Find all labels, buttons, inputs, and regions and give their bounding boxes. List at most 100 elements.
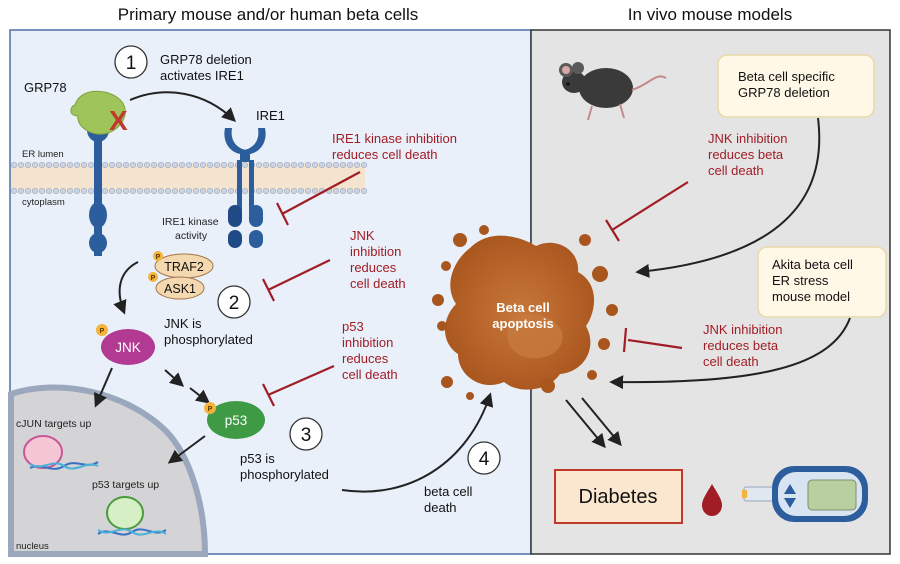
lipid-head — [290, 162, 297, 169]
glucose-meter-icon — [742, 466, 868, 522]
deletion-x-icon: X — [109, 105, 128, 136]
lipid-head — [360, 188, 367, 195]
lipid-head — [311, 188, 318, 195]
step-4-badge — [467, 441, 501, 475]
p53-phospho-icon — [204, 402, 216, 414]
lipid-head — [186, 162, 193, 169]
ire1-dimer — [224, 128, 266, 248]
svg-text:inhibition: inhibition — [350, 244, 401, 259]
lipid-head — [214, 188, 221, 195]
lipid-head — [283, 162, 290, 169]
lipid-head — [88, 188, 95, 195]
lipid-head — [17, 188, 24, 195]
lipid-head — [332, 162, 339, 169]
lipid-head — [200, 188, 207, 195]
lipid-head — [31, 188, 38, 195]
traf2-label: TRAF2 — [164, 260, 204, 274]
nucleus-label: nucleus — [16, 541, 49, 552]
jnk-vivo-inhibition-bar-1 — [605, 181, 689, 242]
akita-model-to-apoptosis-arrow — [609, 317, 851, 390]
jnk-inhibition-bar — [262, 259, 331, 302]
svg-text:reduces beta: reduces beta — [708, 147, 784, 162]
lipid-head — [276, 188, 283, 195]
grp78-model-to-apoptosis-arrow — [635, 117, 821, 278]
svg-text:reduces cell death: reduces cell death — [332, 147, 438, 162]
svg-text:JNK: JNK — [350, 228, 375, 243]
lipid-head — [109, 162, 116, 169]
lipid-head — [207, 188, 214, 195]
lipid-head — [45, 188, 52, 195]
lipid-head — [304, 188, 311, 195]
lipid-head — [269, 188, 276, 195]
lipid-head — [130, 188, 137, 195]
lipid-head — [193, 188, 200, 195]
lipid-head — [172, 188, 179, 195]
svg-text:cell death: cell death — [342, 367, 398, 382]
lipid-head — [304, 162, 311, 169]
lipid-head — [123, 162, 130, 169]
ask1-to-jnk-arrow — [113, 261, 139, 315]
svg-text:GRP78 deletion: GRP78 deletion — [738, 85, 830, 100]
lipid-head — [67, 162, 74, 169]
ire1-inhibition-text: IRE1 kinase inhibition reduces cell deat… — [332, 131, 457, 162]
p53-dna-complex — [97, 496, 167, 536]
lipid-head — [11, 162, 18, 169]
step-1-badge — [114, 45, 148, 79]
lipid-head — [332, 188, 339, 195]
svg-text:inhibition: inhibition — [342, 335, 393, 350]
nucleus — [8, 384, 209, 557]
step-1-line1: GRP78 deletion — [160, 52, 252, 67]
lipid-head — [151, 162, 158, 169]
lipid-head — [151, 188, 158, 195]
jnk-to-cjun-arrow — [94, 367, 113, 408]
lipid-head — [360, 162, 367, 169]
jnk-protein: JNK P — [96, 324, 155, 365]
phospho-letter: P — [208, 406, 213, 413]
svg-text:cell death: cell death — [708, 163, 764, 178]
lipid-head — [297, 188, 304, 195]
p53-inhibition-text: p53 inhibition reduces cell death — [342, 319, 398, 382]
lipid-head — [200, 162, 207, 169]
svg-text:cell death: cell death — [350, 276, 406, 291]
grp78-label: GRP78 — [24, 80, 67, 95]
ire1-kinase-label-2: activity — [175, 230, 208, 242]
lipid-head — [311, 162, 318, 169]
lipid-head — [172, 162, 179, 169]
step-2-line2: phosphorylated — [164, 332, 253, 347]
lipid-head — [158, 162, 165, 169]
akita-model-box: Akita beta cell ER stress mouse model — [757, 246, 887, 318]
svg-text:JNK inhibition: JNK inhibition — [708, 131, 788, 146]
jnk-inhibition-text: JNK inhibition reduces cell death — [350, 228, 406, 291]
jnk-vivo-inhibition-text-1: JNK inhibition reduces beta cell death — [708, 131, 788, 178]
svg-text:JNK inhibition: JNK inhibition — [703, 322, 783, 337]
lipid-head — [221, 188, 228, 195]
lipid-head — [179, 162, 186, 169]
traf2-ask1-complex: TRAF2 ASK1 PP — [148, 251, 214, 300]
jnk-label: JNK — [115, 340, 141, 355]
lipid-head — [346, 162, 353, 169]
svg-text:reduces: reduces — [342, 351, 389, 366]
er-membrane — [11, 162, 367, 195]
lipid-head — [242, 188, 249, 195]
lipid-head — [255, 188, 262, 195]
lipid-head — [137, 188, 144, 195]
lipid-head — [38, 188, 45, 195]
lipid-head — [116, 188, 123, 195]
lipid-head — [59, 188, 66, 195]
step-1-number: 1 — [126, 53, 137, 74]
lipid-head — [74, 162, 81, 169]
apoptosis-label-2: apoptosis — [492, 316, 553, 331]
svg-text:IRE1 kinase inhibition: IRE1 kinase inhibition — [332, 131, 457, 146]
lipid-head — [297, 162, 304, 169]
lipid-head — [31, 162, 38, 169]
lipid-head — [52, 162, 59, 169]
lipid-head — [116, 162, 123, 169]
ire1-inhibition-bar — [276, 171, 361, 226]
svg-text:p53: p53 — [342, 319, 364, 334]
cjun-dna-complex — [23, 435, 99, 470]
grp78-to-ire1-arrow — [129, 91, 237, 122]
phospho-letter: P — [100, 328, 105, 335]
lipid-head — [193, 162, 200, 169]
lipid-head — [45, 162, 52, 169]
